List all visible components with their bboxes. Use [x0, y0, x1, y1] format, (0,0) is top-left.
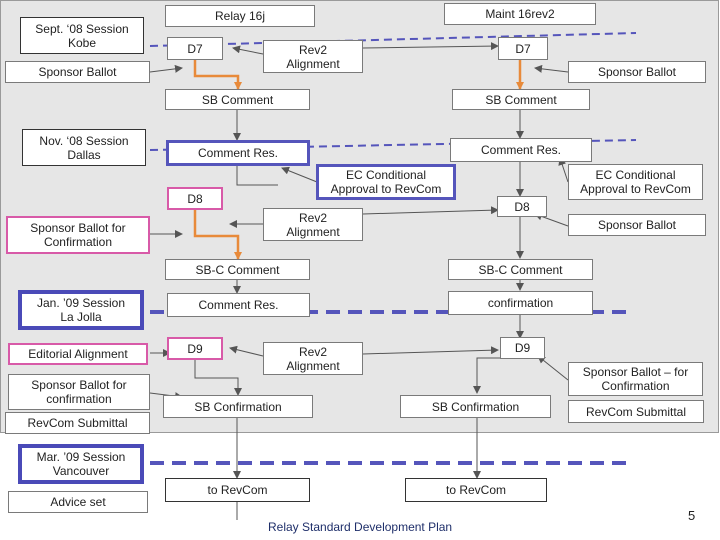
footer-title: Relay Standard Development Plan [268, 520, 453, 534]
rev2-alignment-box-2: Rev2 Alignment [263, 208, 363, 241]
confirmation-box: confirmation [448, 291, 593, 315]
sb-comment-left-box: SB Comment [165, 89, 310, 110]
d9-right-box: D9 [500, 337, 545, 359]
sb-comment-right-box: SB Comment [452, 89, 590, 110]
sbc-comment-left-box: SB-C Comment [165, 259, 310, 280]
sponsor-ballot-confirmation-left-box: Sponsor Ballot for Confirmation [6, 216, 150, 254]
ec-conditional-approval-box-1: EC Conditional Approval to RevCom [316, 164, 456, 200]
sb-confirmation-left-box: SB Confirmation [163, 395, 313, 418]
sponsor-ballot-right-box-1: Sponsor Ballot [568, 61, 706, 83]
advice-set-box: Advice set [8, 491, 148, 513]
rev2-alignment-box-3: Rev2 Alignment [263, 342, 363, 375]
mar-09-session-box: Mar. ’09 Session Vancouver [18, 444, 144, 484]
jan-09-session-box: Jan. ’09 Session La Jolla [18, 290, 144, 330]
editorial-alignment-box: Editorial Alignment [8, 343, 148, 365]
revcom-submittal-left-box: RevCom Submittal [5, 412, 150, 434]
sbc-comment-right-box: SB-C Comment [448, 259, 593, 280]
page-number: 5 [688, 508, 696, 523]
nov-08-session-box: Nov. ‘08 Session Dallas [22, 129, 146, 166]
sponsor-ballot-confirmation-left2-box: Sponsor Ballot for confirmation [8, 374, 150, 410]
to-revcom-left-box: to RevCom [165, 478, 310, 502]
d7-right-box: D7 [498, 37, 548, 60]
revcom-submittal-right-box: RevCom Submittal [568, 400, 704, 423]
comment-res-left-box-1: Comment Res. [166, 140, 310, 166]
maint-16rev2-box: Maint 16rev2 [444, 3, 596, 25]
to-revcom-right-box: to RevCom [405, 478, 547, 502]
sb-confirmation-right-box: SB Confirmation [400, 395, 551, 418]
d8-left-box: D8 [167, 187, 223, 210]
sponsor-ballot-left-box: Sponsor Ballot [5, 61, 150, 83]
rev2-alignment-box-1: Rev2 Alignment [263, 40, 363, 73]
sponsor-ballot-right-box-2: Sponsor Ballot [568, 214, 706, 236]
ec-conditional-approval-box-2: EC Conditional Approval to RevCom [568, 164, 703, 200]
sept-08-session-box: Sept. ‘08 Session Kobe [20, 17, 144, 54]
relay-16j-box: Relay 16j [165, 5, 315, 27]
d7-left-box: D7 [167, 37, 223, 60]
comment-res-left-box-2: Comment Res. [167, 293, 310, 317]
d9-left-box: D9 [167, 337, 223, 360]
sponsor-ballot-for-confirmation-right-box: Sponsor Ballot – for Confirmation [568, 362, 703, 396]
comment-res-right-box-1: Comment Res. [450, 138, 592, 162]
d8-right-box: D8 [497, 196, 547, 217]
